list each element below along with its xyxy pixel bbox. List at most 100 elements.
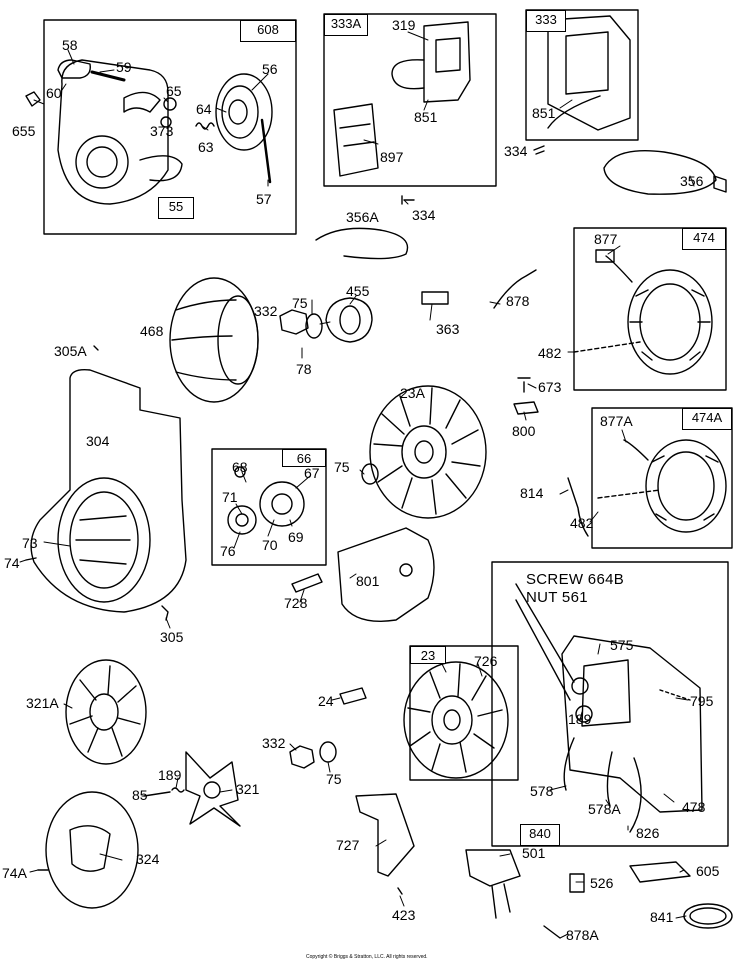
screw-nut-leader bbox=[515, 583, 575, 701]
blower-cup-455 bbox=[325, 297, 373, 343]
part-label-800: 800 bbox=[512, 423, 536, 439]
part-label-324: 324 bbox=[136, 851, 160, 867]
part-label-423: 423 bbox=[392, 907, 416, 923]
alternator-stator-474A bbox=[623, 439, 727, 533]
bolt-482a bbox=[573, 341, 641, 353]
part-label-305A: 305A bbox=[54, 343, 87, 359]
kit-box-label-474A: 474A bbox=[682, 408, 732, 430]
part-label-814: 814 bbox=[520, 485, 544, 501]
hose-clamp-841 bbox=[683, 903, 733, 929]
starter-handle bbox=[57, 59, 126, 82]
part-label-64: 64 bbox=[196, 101, 212, 117]
part-label-482a: 482 bbox=[538, 345, 562, 361]
regulator-501 bbox=[465, 849, 521, 919]
ground-wire-356 bbox=[603, 150, 717, 195]
washer-75b bbox=[361, 463, 379, 485]
rotating-screen-468 bbox=[169, 277, 259, 403]
part-label-305: 305 bbox=[160, 629, 184, 645]
kit-box-label-23: 23 bbox=[410, 646, 446, 664]
kit-box-474A bbox=[591, 407, 733, 549]
washer-75a bbox=[305, 313, 323, 339]
kit-box-label-608: 608 bbox=[240, 20, 296, 42]
part-label-897: 897 bbox=[380, 149, 404, 165]
part-label-482b: 482 bbox=[570, 515, 594, 531]
starter-clutch-66 bbox=[227, 466, 305, 535]
part-label-58: 58 bbox=[62, 37, 78, 53]
screw-305A bbox=[93, 345, 99, 351]
bolt-728 bbox=[291, 573, 323, 593]
kit-box-66 bbox=[211, 448, 327, 566]
part-label-334b: 334 bbox=[412, 207, 436, 223]
part-label-605: 605 bbox=[696, 863, 720, 879]
nut-332a bbox=[279, 309, 309, 335]
part-label-478: 478 bbox=[682, 799, 706, 815]
pin-85 bbox=[143, 791, 171, 797]
part-label-578A: 578A bbox=[588, 801, 621, 817]
part-label-356A: 356A bbox=[346, 209, 379, 225]
part-label-728: 728 bbox=[284, 595, 308, 611]
bolt-482b bbox=[597, 489, 661, 499]
part-label-878: 878 bbox=[506, 293, 530, 309]
part-label-841: 841 bbox=[650, 909, 674, 925]
washer-65 bbox=[163, 97, 177, 111]
kit-box-label-333: 333 bbox=[526, 10, 566, 32]
fan-321A bbox=[65, 659, 147, 765]
part-label-726: 726 bbox=[474, 653, 498, 669]
armature-319 bbox=[391, 21, 471, 103]
wire-connector-356 bbox=[713, 175, 727, 193]
blower-housing-304 bbox=[30, 368, 187, 613]
kit-box-23 bbox=[409, 645, 519, 781]
part-label-727: 727 bbox=[336, 837, 360, 853]
key-24 bbox=[339, 687, 367, 705]
armature-bracket-897 bbox=[333, 103, 379, 177]
note-screw: SCREW 664B bbox=[526, 571, 625, 588]
diode-lead-814 bbox=[567, 477, 589, 537]
screw-334a bbox=[533, 145, 545, 155]
screw-526 bbox=[569, 873, 585, 893]
kit-box-608 bbox=[43, 19, 297, 235]
kit-box-333A bbox=[323, 13, 497, 187]
part-label-655: 655 bbox=[12, 123, 36, 139]
part-label-60: 60 bbox=[46, 85, 62, 101]
part-label-877A: 877A bbox=[600, 413, 633, 429]
starter-motor-assembly-840 bbox=[561, 635, 703, 833]
part-label-189b: 189 bbox=[158, 767, 182, 783]
part-label-877: 877 bbox=[594, 231, 618, 247]
copyright-notice: Copyright © Briggs & Stratton, LLC. All … bbox=[306, 954, 428, 960]
nut-332b bbox=[289, 745, 315, 769]
rewind-starter-housing bbox=[57, 59, 183, 205]
kit-box-label-55: 55 bbox=[158, 197, 194, 219]
part-label-801: 801 bbox=[356, 573, 380, 589]
part-label-74A: 74A bbox=[2, 865, 27, 881]
part-label-73: 73 bbox=[22, 535, 38, 551]
note-nut: NUT 561 bbox=[526, 589, 588, 606]
part-label-501: 501 bbox=[522, 845, 546, 861]
part-label-75b: 75 bbox=[334, 459, 350, 475]
part-label-24: 24 bbox=[318, 693, 334, 709]
part-label-68: 68 bbox=[232, 459, 248, 475]
part-label-526: 526 bbox=[590, 875, 614, 891]
part-label-67: 67 bbox=[304, 465, 320, 481]
part-label-795: 795 bbox=[690, 693, 714, 709]
kit-box-333 bbox=[525, 9, 639, 141]
part-label-468: 468 bbox=[140, 323, 164, 339]
bracket-801-hole bbox=[399, 563, 413, 577]
screen-324 bbox=[45, 791, 139, 909]
part-label-373: 373 bbox=[150, 123, 174, 139]
screw-673 bbox=[517, 377, 531, 393]
part-label-851b: 851 bbox=[532, 105, 556, 121]
part-label-673: 673 bbox=[538, 379, 562, 395]
starter-pulley bbox=[215, 73, 273, 184]
kit-box-label-333A: 333A bbox=[324, 14, 368, 36]
part-label-69: 69 bbox=[288, 529, 304, 545]
part-label-826: 826 bbox=[636, 825, 660, 841]
part-label-356: 356 bbox=[680, 173, 704, 189]
fan-retainer-321 bbox=[185, 751, 241, 827]
part-label-851a: 851 bbox=[414, 109, 438, 125]
kit-box-474 bbox=[573, 227, 727, 391]
screw-74 bbox=[25, 557, 37, 561]
part-label-455: 455 bbox=[346, 283, 370, 299]
part-label-59: 59 bbox=[116, 59, 132, 75]
part-label-71: 71 bbox=[222, 489, 238, 505]
part-label-70: 70 bbox=[262, 537, 278, 553]
